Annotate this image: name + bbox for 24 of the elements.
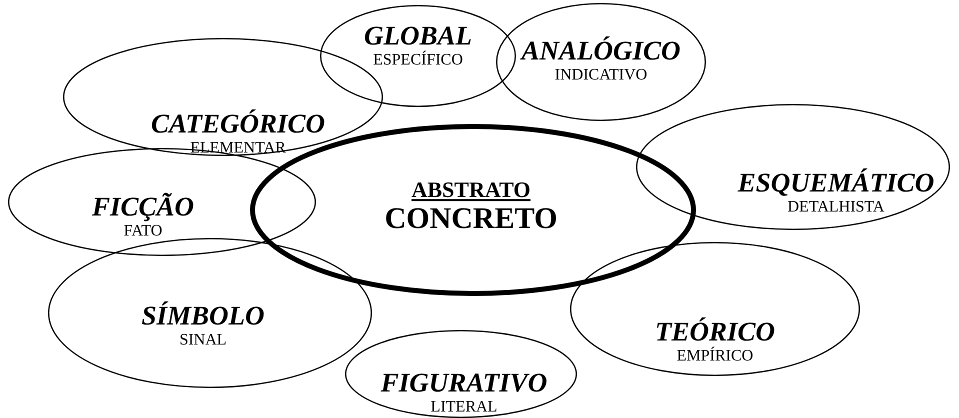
oval-heading: ABSTRATO: [410, 177, 532, 202]
oval-subtext: ESPECÍFICO: [372, 51, 464, 70]
oval-subtext: SINAL: [178, 331, 228, 350]
oval-heading: TEÓRICO: [654, 316, 776, 346]
oval-heading: ESQUEMÁTICO: [738, 167, 934, 198]
oval-subtext: ELEMENTAR: [189, 139, 287, 158]
oval-node: [496, 3, 706, 121]
oval-node: [636, 104, 950, 230]
oval-heading: SÍMBOLO: [141, 300, 265, 332]
oval-heading: GLOBAL: [364, 20, 472, 50]
oval-subtext: DETALHISTA: [786, 198, 886, 217]
oval-heading: ANALÓGICO: [521, 35, 681, 66]
oval-subtext: LITERAL: [430, 398, 498, 417]
oval-node: [570, 242, 860, 376]
oval-node: [48, 238, 372, 388]
oval-subtext: CONCRETO: [384, 202, 558, 237]
oval-node: [345, 330, 577, 418]
oval-heading: FIGURATIVO: [380, 367, 548, 398]
oval-subtext: INDICATIVO: [554, 66, 648, 85]
oval-heading: CATEGÓRICO: [150, 108, 326, 140]
oval-subtext: EMPÍRICO: [676, 347, 754, 366]
oval-heading: FICÇÃO: [92, 191, 194, 222]
oval-subtext: FATO: [122, 222, 164, 241]
oval-node: [320, 5, 516, 107]
